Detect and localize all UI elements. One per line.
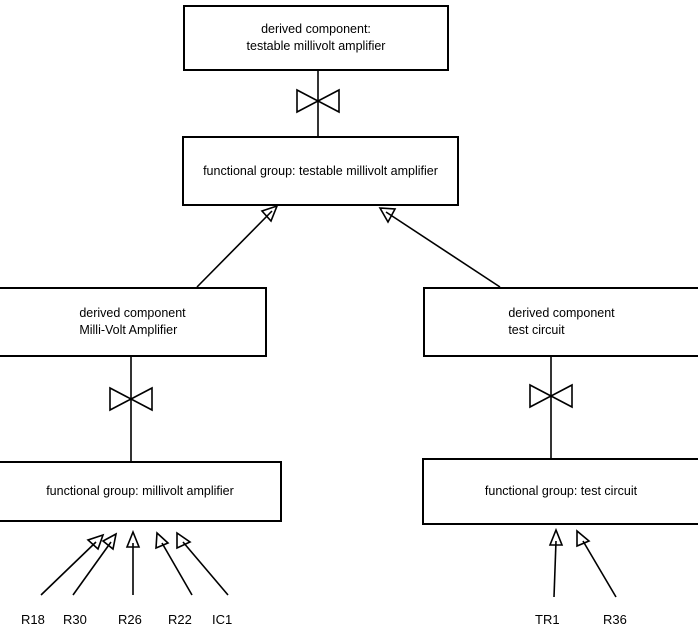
connector-r18 [40, 533, 105, 596]
connector-r26 [125, 529, 141, 595]
node-derived-component-milli-volt-amplifier[interactable]: derived component Milli-Volt Amplifier [0, 287, 267, 357]
connector-tr1 [548, 527, 564, 598]
connector-dc-to-fg-testable [296, 71, 340, 136]
leaf-label-r26[interactable]: R26 [118, 612, 142, 627]
connector-r36 [576, 529, 617, 598]
node-functional-group-test-circuit[interactable]: functional group: test circuit [422, 458, 698, 525]
connector-r22 [155, 531, 193, 596]
leaf-label-r22[interactable]: R22 [168, 612, 192, 627]
leaf-label-r36[interactable]: R36 [603, 612, 627, 627]
connector-dc-to-fg-mv-amp [109, 357, 153, 461]
node-derived-component-testable-millivolt-amplifier[interactable]: derived component: testable millivolt am… [183, 5, 449, 71]
connector-mv-amp-to-testable [196, 204, 279, 288]
node-label: functional group: testable millivolt amp… [203, 163, 438, 178]
node-functional-group-millivolt-amplifier[interactable]: functional group: millivolt amplifier [0, 461, 282, 522]
node-label: derived component Milli-Volt Amplifier [79, 306, 186, 337]
node-label: derived component test circuit [508, 306, 615, 337]
node-functional-group-testable-millivolt-amplifier[interactable]: functional group: testable millivolt amp… [182, 136, 459, 206]
node-label: functional group: test circuit [484, 484, 638, 499]
connector-r30 [72, 532, 118, 596]
node-label: functional group: millivolt amplifier [46, 484, 234, 499]
leaf-label-r30[interactable]: R30 [63, 612, 87, 627]
node-derived-component-test-circuit[interactable]: derived component test circuit [423, 287, 698, 357]
leaf-label-ic1[interactable]: IC1 [212, 612, 233, 627]
node-label: derived component: testable millivolt am… [246, 22, 386, 53]
leaf-label-r18[interactable]: R18 [21, 612, 45, 627]
connector-test-circuit-to-testable [378, 207, 501, 288]
connector-dc-to-fg-test-circuit [529, 357, 573, 458]
leaf-label-tr1[interactable]: TR1 [535, 612, 560, 627]
connector-ic1 [176, 531, 229, 596]
